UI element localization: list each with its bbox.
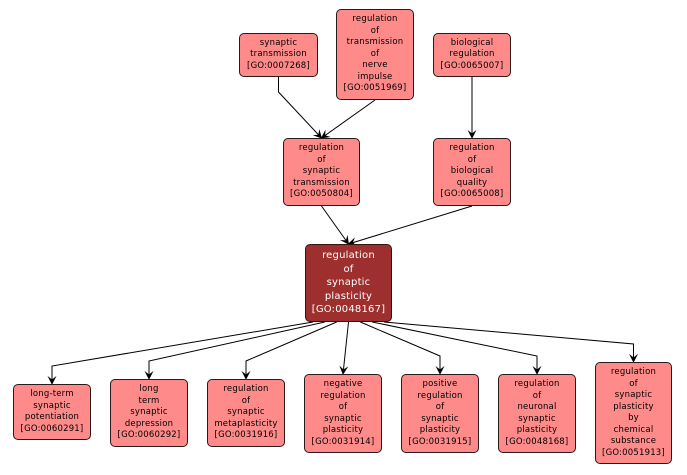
node-label-line: nerve — [362, 60, 388, 71]
edge-reg_synaptic_plasticity-to-neg_reg — [339, 321, 349, 375]
node-label-line: synaptic — [227, 407, 265, 418]
go-id: [GO:0031914] — [311, 436, 375, 447]
node-label-line: plasticity — [322, 425, 364, 435]
node-label-line: regulation — [449, 49, 495, 60]
edge-reg_biological_quality-to-reg_synaptic_plasticity — [347, 205, 473, 246]
node-label-line: depression — [124, 418, 174, 429]
node-label-line: by — [628, 413, 639, 423]
go-id: [GO:0048167] — [311, 304, 386, 316]
go-id: [GO:0051913] — [602, 447, 665, 458]
edge-reg_synaptic_plasticity-to-neuronal — [372, 321, 542, 375]
node-label-line: synaptic — [302, 166, 341, 177]
node-label-line: synaptic — [421, 413, 459, 424]
node-label-line: of — [435, 402, 445, 412]
node-label-line: plasticity — [613, 401, 654, 412]
node-label-line: synaptic — [326, 277, 371, 289]
node-label-line: biological — [450, 37, 494, 48]
node-label-line: of — [370, 25, 380, 36]
node-label-line: of — [241, 395, 251, 406]
node-label-line: regulation — [352, 14, 398, 25]
node-label-line: quality — [456, 177, 488, 188]
go-id: [GO:0060292] — [117, 430, 181, 441]
node-label-line: regulation — [320, 390, 366, 401]
node-label-line: synaptic — [614, 390, 653, 400]
node-label-line: plasticity — [324, 290, 373, 302]
edge-reg_synaptic_plasticity-to-metaplasticity — [241, 321, 337, 380]
node-label-line: synaptic — [518, 413, 556, 424]
node-label-line: biological — [450, 166, 494, 177]
node-label-line: regulation — [322, 250, 375, 262]
go-id: [GO:0007268] — [247, 60, 310, 71]
edge-reg_synaptic_transmission-to-reg_synaptic_plasticity — [321, 205, 350, 245]
go-id: [GO:0031916] — [214, 430, 278, 441]
node-label-line: long-term — [30, 389, 74, 399]
go-id: [GO:0051969] — [343, 83, 407, 94]
node-label-line: synaptic — [324, 413, 362, 424]
node-label-line: term — [138, 395, 160, 406]
node-label-line: transmission — [293, 177, 350, 188]
node-label-line: of — [317, 154, 326, 165]
node-label-line: synaptic — [33, 400, 71, 411]
node-label-line: of — [370, 48, 380, 59]
edge-reg_transmission_nerve_impulse-to-reg_synaptic_transmission — [320, 99, 376, 139]
node-label-line: of — [629, 378, 638, 389]
node-label-line: transmission — [346, 37, 404, 48]
node-label-line: long — [139, 384, 159, 395]
node-label-line: regulation — [514, 379, 560, 389]
go-id: [GO:0050804] — [290, 189, 353, 200]
go-id: [GO:0060291] — [20, 423, 84, 434]
node-label-line: synaptic — [130, 407, 168, 418]
go-id: [GO:0065008] — [440, 189, 504, 200]
node-label-line: chemical — [613, 424, 654, 435]
node-label-line: plasticity — [516, 425, 558, 435]
edge-reg_synaptic_plasticity-to-pos_reg — [360, 321, 445, 375]
node-label-line: potentiation — [24, 412, 80, 422]
node-label-line: of — [343, 263, 354, 275]
node-label-line: neuronal — [517, 402, 557, 412]
node-label-line: synaptic — [259, 37, 298, 48]
node-label-line: transmission — [250, 49, 307, 60]
edge-reg_synaptic_plasticity-to-ltd — [144, 321, 325, 380]
node-label-line: positive — [422, 379, 458, 389]
node-label-line: impulse — [357, 71, 393, 82]
node-label-line: regulation — [610, 367, 657, 377]
edge-reg_synaptic_plasticity-to-chemical — [383, 321, 638, 363]
node-label-line: plasticity — [419, 425, 461, 435]
edge-synaptic_transmission-to-reg_synaptic_transmission — [278, 77, 323, 139]
edge-reg_synaptic_plasticity-to-ltp — [47, 321, 314, 385]
node-label-line: regulation — [223, 384, 269, 395]
node-label-line: substance — [610, 436, 657, 446]
node-label-line: of — [532, 390, 542, 401]
go-id: [GO:0048168] — [505, 436, 569, 447]
node-label-line: negative — [323, 379, 363, 389]
node-label-line: metaplasticity — [214, 418, 278, 429]
node-label-line: of — [467, 154, 477, 165]
node-label-line: regulation — [298, 143, 345, 154]
node-label-line: of — [338, 402, 348, 412]
go-id: [GO:0031915] — [408, 436, 472, 447]
go-id: [GO:0065007] — [440, 60, 504, 71]
node-label-line: regulation — [417, 390, 463, 401]
node-label-line: regulation — [449, 143, 495, 154]
